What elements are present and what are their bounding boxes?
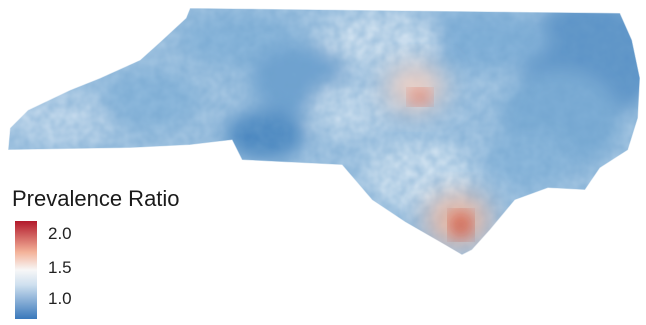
legend-gradient-rect bbox=[15, 221, 37, 319]
hotspot-southeast-core bbox=[451, 213, 471, 237]
legend-tick-2-0: 2.0 bbox=[48, 224, 72, 243]
hotspot-triangle-core bbox=[410, 90, 430, 104]
hotspot-triangle bbox=[387, 66, 443, 110]
hotspot-southeast bbox=[428, 196, 488, 244]
legend-color-bar bbox=[15, 221, 37, 319]
legend-tick-1-0: 1.0 bbox=[48, 289, 72, 308]
legend: Prevalence Ratio 2.0 1.5 1.0 bbox=[10, 184, 250, 324]
hotspot-triangle-halo bbox=[387, 66, 443, 110]
legend-title: Prevalence Ratio bbox=[12, 186, 180, 211]
state-outline bbox=[7, 7, 641, 256]
legend-tick-1-5: 1.5 bbox=[48, 258, 72, 277]
